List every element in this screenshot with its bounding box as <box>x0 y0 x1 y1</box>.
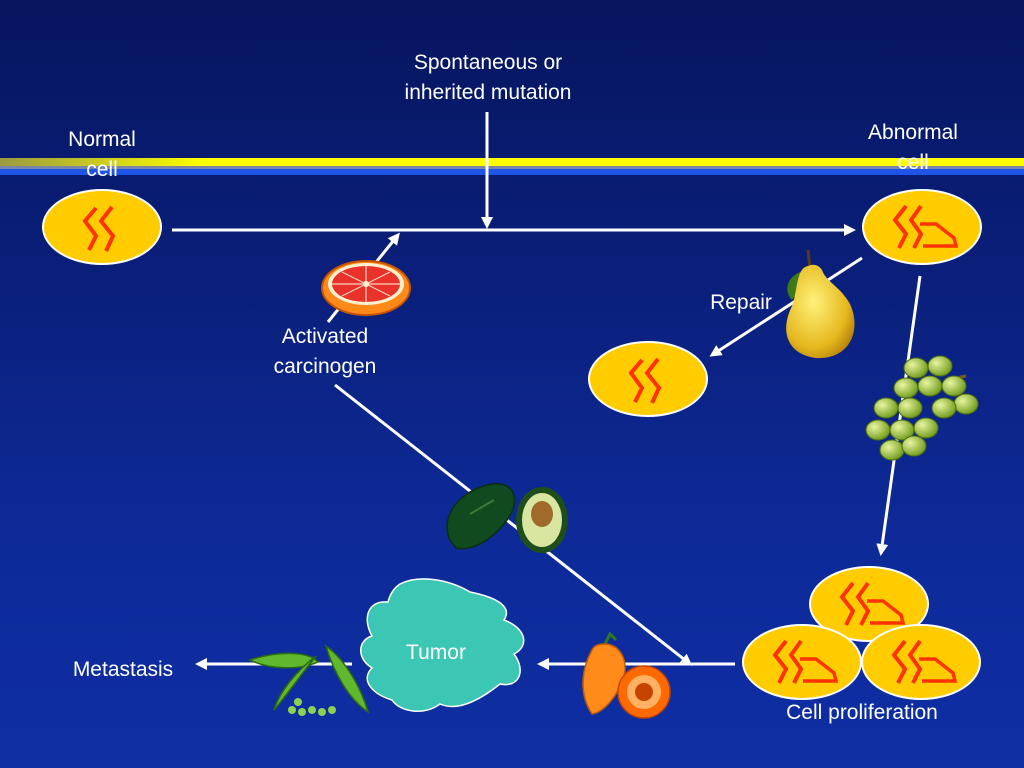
tumor-label: Tumor <box>406 641 466 664</box>
carcinogen-label: Activated carcinogen <box>273 325 377 378</box>
header-stripe-blue <box>0 169 1024 175</box>
metastasis-label: Metastasis <box>72 658 174 681</box>
arrow-repair <box>709 256 863 357</box>
normal-cell <box>42 189 162 265</box>
grapes-icon <box>865 355 979 461</box>
normal-cell-label: Normal cell <box>68 128 136 181</box>
peas-icon <box>248 644 370 716</box>
header-stripe-gray <box>0 166 1024 169</box>
proliferating-cell-left <box>742 624 862 700</box>
grapefruit-icon <box>321 260 411 316</box>
repair-label: Repair <box>710 291 772 314</box>
avocado-icon <box>446 483 568 553</box>
arrows <box>172 112 922 670</box>
proliferation-label: Cell proliferation <box>786 701 938 724</box>
proliferating-cell-top <box>809 566 929 642</box>
proliferating-cells <box>742 566 981 700</box>
tumor-shape <box>360 578 525 712</box>
abnormal-cell <box>862 189 982 265</box>
pepper-icon <box>582 631 671 719</box>
pear-icon <box>786 249 855 359</box>
arrow-carcinogen-to-proliferation <box>334 383 693 666</box>
header-stripe-yellow <box>0 158 1024 166</box>
mutation-label: Spontaneous or inherited mutation <box>404 51 572 104</box>
abnormal-cell-label: Abnormal cell <box>868 121 958 174</box>
proliferating-cell-right <box>861 624 981 700</box>
repaired-cell <box>588 341 708 417</box>
